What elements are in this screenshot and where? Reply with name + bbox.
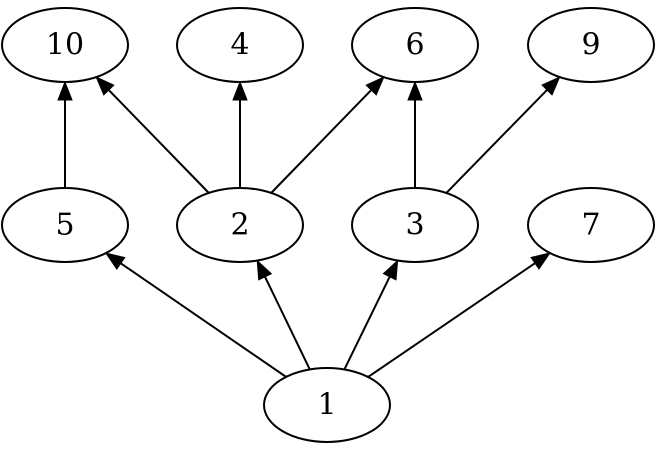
node-ellipse bbox=[176, 187, 304, 263]
arrowhead bbox=[407, 80, 423, 101]
arrowhead bbox=[57, 80, 73, 101]
arrowhead bbox=[365, 76, 385, 96]
edge-line bbox=[108, 89, 210, 194]
node-ellipse bbox=[263, 367, 391, 443]
edge-3-to-9 bbox=[445, 76, 561, 194]
edge-2-to-4 bbox=[232, 80, 248, 188]
arrowhead bbox=[104, 252, 126, 270]
node-label: 5 bbox=[55, 208, 74, 243]
edge-line bbox=[343, 276, 391, 370]
edge-1-to-7 bbox=[367, 252, 552, 378]
edge-1-to-5 bbox=[104, 252, 287, 378]
node-2: 2 bbox=[176, 187, 304, 263]
node-ellipse bbox=[527, 7, 655, 83]
node-ellipse bbox=[176, 7, 304, 83]
edge-1-to-2 bbox=[256, 259, 311, 370]
node-label: 1 bbox=[317, 388, 336, 423]
edge-line bbox=[270, 89, 372, 194]
node-label: 10 bbox=[46, 28, 84, 63]
node-10: 10 bbox=[1, 7, 129, 83]
node-label: 4 bbox=[230, 28, 249, 63]
node-label: 7 bbox=[581, 208, 600, 243]
node-5: 5 bbox=[1, 187, 129, 263]
edge-2-to-10 bbox=[95, 76, 210, 194]
node-9: 9 bbox=[527, 7, 655, 83]
arrowhead bbox=[530, 252, 552, 270]
arrowhead bbox=[541, 76, 561, 96]
arrowhead bbox=[95, 76, 115, 96]
node-3: 3 bbox=[351, 187, 479, 263]
node-ellipse bbox=[1, 7, 129, 83]
edge-line bbox=[120, 262, 287, 378]
arrowhead bbox=[256, 259, 273, 281]
node-4: 4 bbox=[176, 7, 304, 83]
edge-line bbox=[264, 276, 311, 370]
edge-2-to-6 bbox=[270, 76, 385, 194]
node-6: 6 bbox=[351, 7, 479, 83]
edge-line bbox=[445, 89, 548, 194]
edge-5-to-10 bbox=[57, 80, 73, 188]
node-ellipse bbox=[527, 187, 655, 263]
node-ellipse bbox=[351, 187, 479, 263]
node-label: 3 bbox=[405, 208, 424, 243]
arrowhead bbox=[382, 259, 399, 281]
edge-line bbox=[367, 262, 536, 378]
edges bbox=[57, 76, 561, 378]
node-label: 2 bbox=[230, 208, 249, 243]
node-1: 1 bbox=[263, 367, 391, 443]
arrowhead bbox=[232, 80, 248, 101]
edge-3-to-6 bbox=[407, 80, 423, 188]
nodes: 10 4 6 9 5 2 3 7 1 bbox=[1, 7, 655, 443]
node-7: 7 bbox=[527, 187, 655, 263]
node-label: 6 bbox=[405, 28, 424, 63]
edge-1-to-3 bbox=[343, 259, 399, 370]
node-label: 9 bbox=[581, 28, 600, 63]
node-ellipse bbox=[351, 7, 479, 83]
node-ellipse bbox=[1, 187, 129, 263]
